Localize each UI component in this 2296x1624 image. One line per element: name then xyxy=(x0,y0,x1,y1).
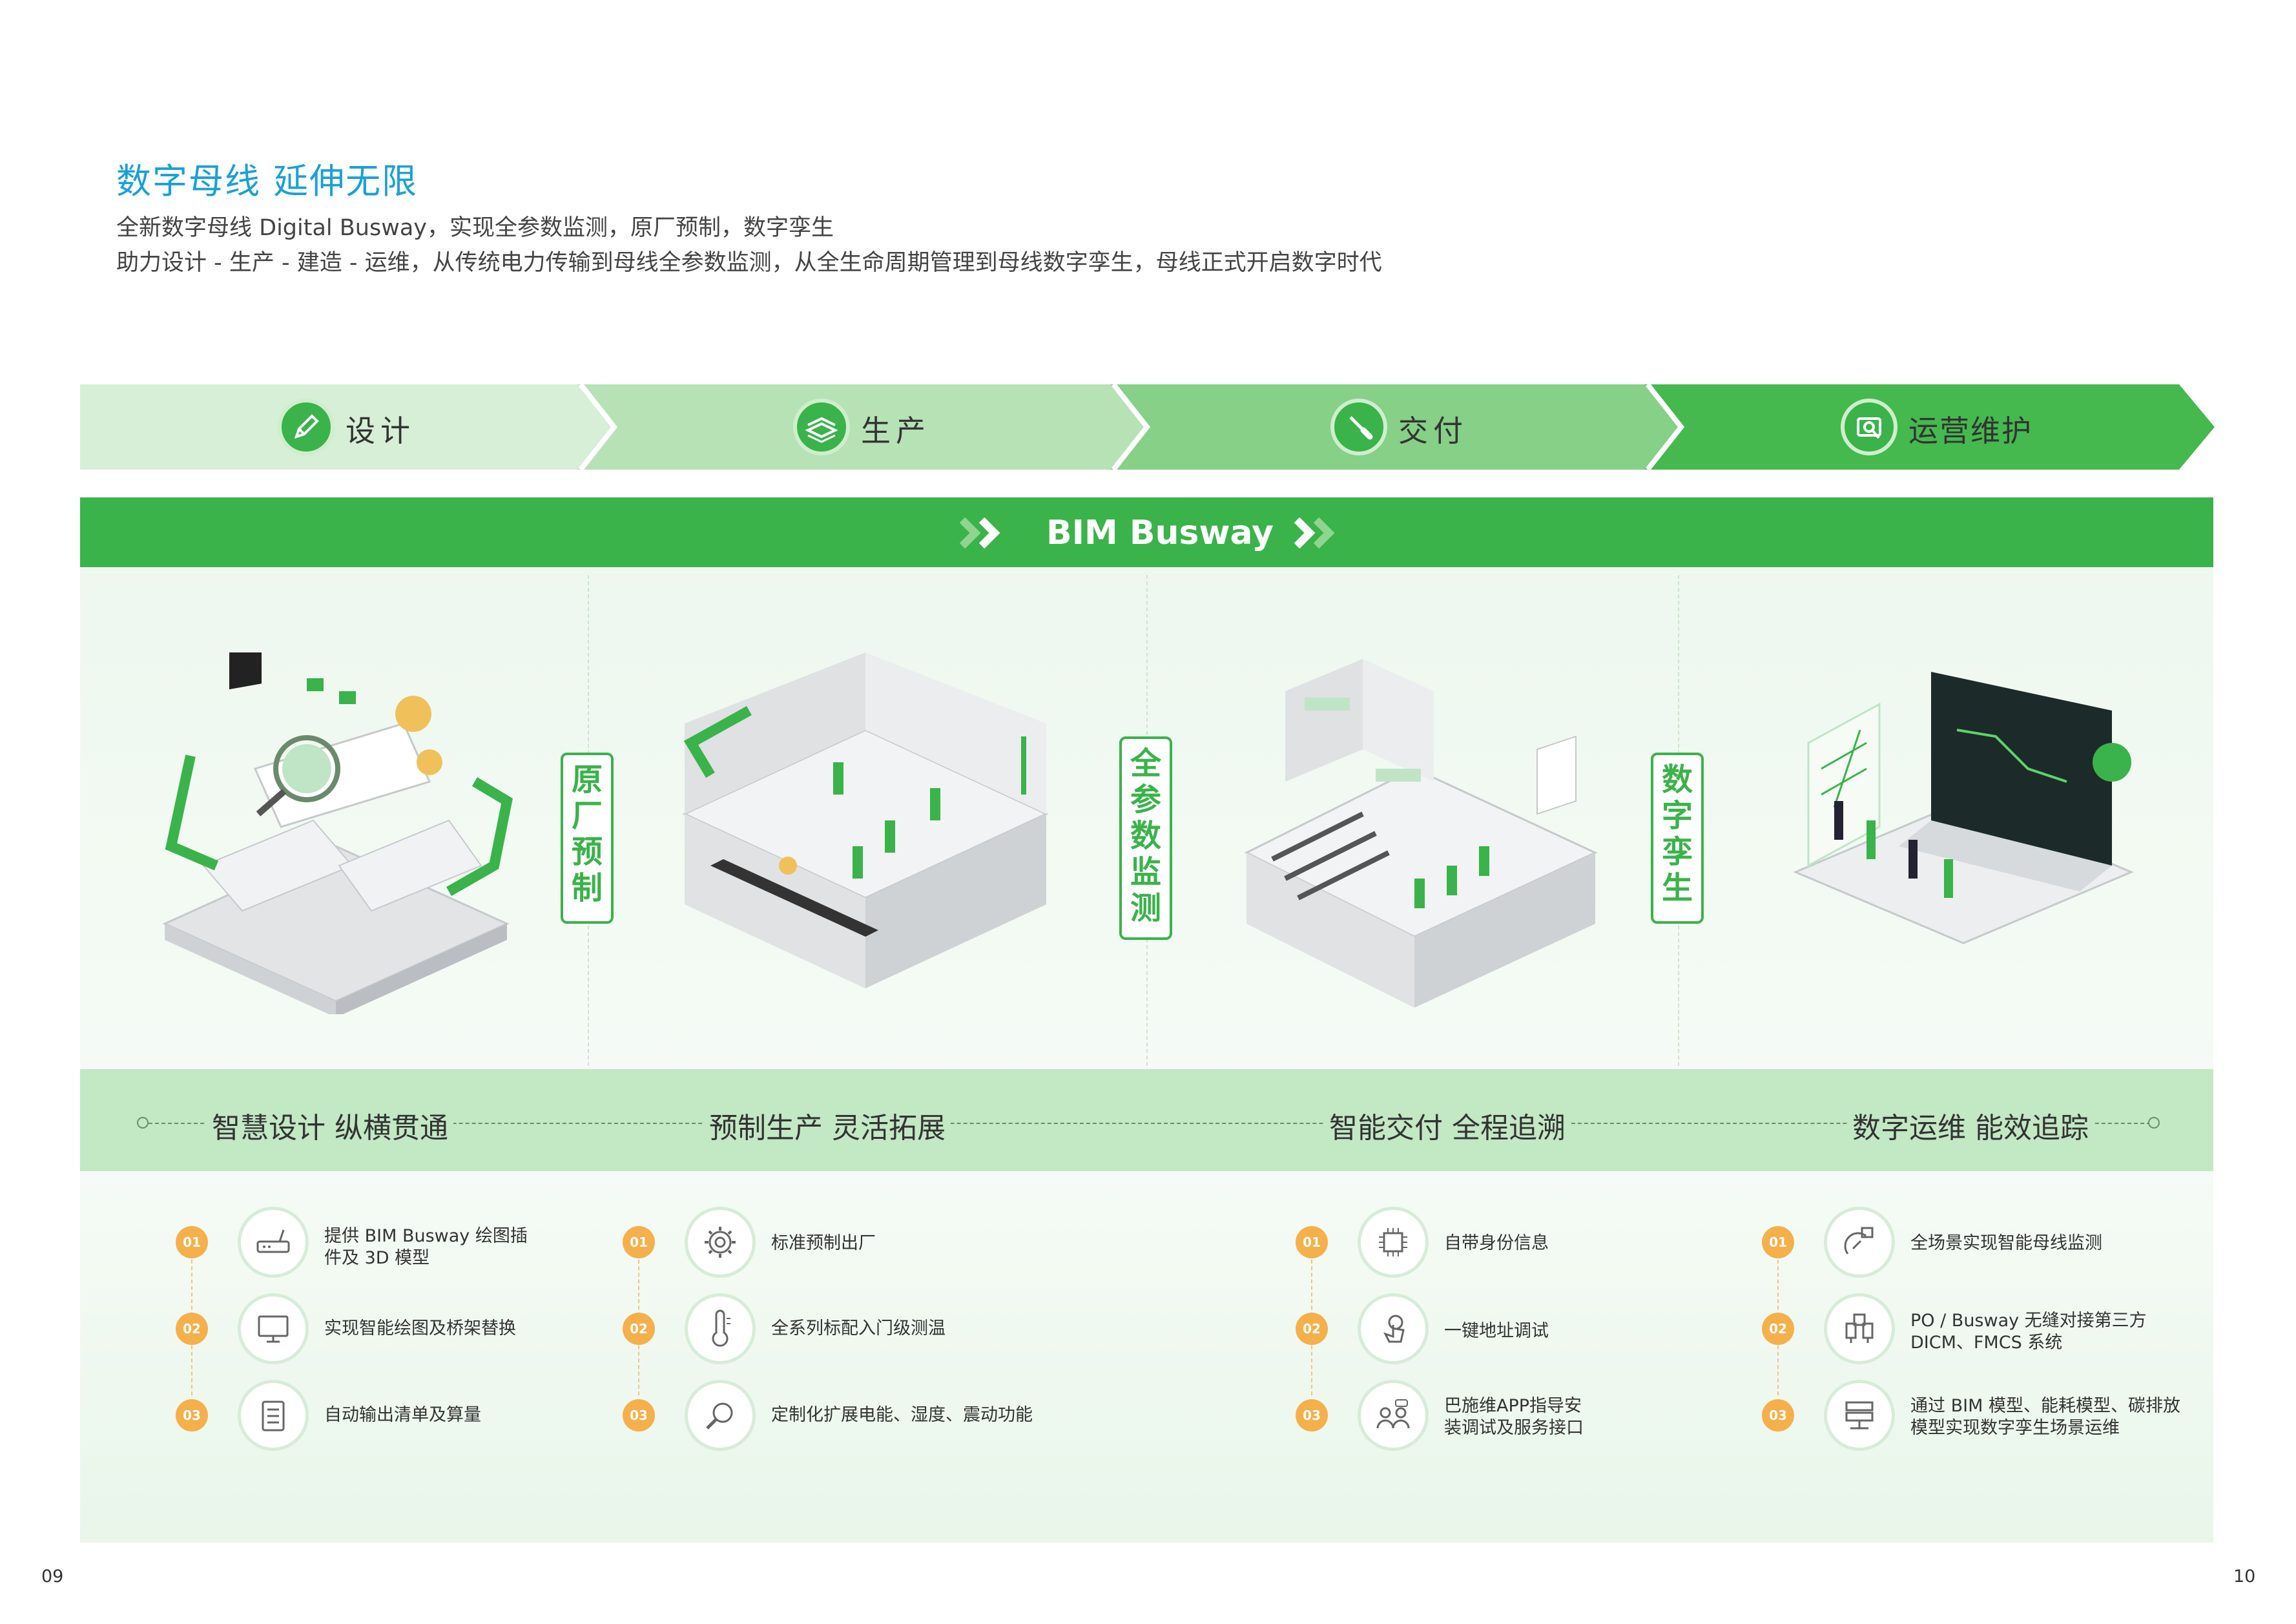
feature-text: 全场景实现智能母线监测 xyxy=(1910,1233,2102,1253)
number-badge: 03 xyxy=(1762,1399,1794,1431)
phase-chevron-bar xyxy=(80,384,2215,470)
touch-icon xyxy=(1358,1293,1429,1364)
subtitle-line-2: 助力设计 - 生产 - 建造 - 运维，从传统电力传输到母线全参数监测，从全生命… xyxy=(116,250,1382,276)
feature-text: PO / Busway 无缝对接第三方 DICM、FMCS 系统 xyxy=(1910,1311,2147,1353)
feature-text: 自动输出清单及算量 xyxy=(324,1405,481,1425)
pencil-icon xyxy=(278,399,335,455)
maintenance-icon xyxy=(1841,399,1898,455)
number-badge: 01 xyxy=(176,1226,208,1258)
phase-label: 交付 xyxy=(1398,413,1468,448)
phase-bg-operation xyxy=(1644,384,2215,470)
satellite-icon xyxy=(1824,1207,1895,1278)
number-badge: 01 xyxy=(623,1226,655,1258)
band-label-operation: 数字运维 能效追踪 xyxy=(1847,1105,2094,1146)
phase-label: 运营维护 xyxy=(1908,413,2032,448)
design-illustration xyxy=(162,652,513,1014)
page-number-right: 10 xyxy=(2233,1567,2256,1587)
production-illustration xyxy=(682,652,1049,988)
band-end-dot xyxy=(2148,1117,2160,1129)
page-number-left: 09 xyxy=(41,1567,64,1587)
number-badge: 01 xyxy=(1762,1226,1794,1258)
feature-text: 通过 BIM 模型、能耗模型、碳排放模型实现数字孪生场景运维 xyxy=(1910,1396,2180,1438)
subtitle-line-1: 全新数字母线 Digital Busway，实现全参数监测，原厂预制，数字孪生 xyxy=(116,215,834,241)
number-badge: 01 xyxy=(1296,1226,1328,1258)
monitor-icon xyxy=(238,1293,309,1364)
band-label-design: 智慧设计 纵横贯通 xyxy=(207,1105,453,1146)
phase-label: 生产 xyxy=(861,413,931,448)
phase-bg-design xyxy=(80,384,611,470)
double-chevron-left-icon xyxy=(959,517,1000,549)
feature-text: 提供 BIM Busway 绘图插件及 3D 模型 xyxy=(324,1226,528,1268)
router-icon xyxy=(238,1207,309,1278)
server-icon xyxy=(1824,1380,1895,1451)
tag-factory-prefab: 原厂预制 xyxy=(561,753,614,924)
band-label-production: 预制生产 灵活拓展 xyxy=(704,1105,951,1146)
delivery-illustration xyxy=(1244,659,1598,1008)
number-badge: 02 xyxy=(176,1313,208,1345)
devices-icon xyxy=(1824,1293,1895,1364)
number-badge: 03 xyxy=(623,1399,655,1431)
gear-icon xyxy=(685,1207,756,1278)
number-badge: 02 xyxy=(1296,1313,1328,1345)
team-icon xyxy=(1358,1380,1429,1451)
bim-busway-bar xyxy=(80,497,2213,567)
double-chevron-right-icon xyxy=(1294,517,1335,549)
number-badge: 02 xyxy=(623,1313,655,1345)
band-label-delivery: 智能交付 全程追溯 xyxy=(1324,1105,1571,1146)
phase-bg-production xyxy=(577,384,1144,470)
chip-icon xyxy=(1358,1207,1429,1278)
feature-text: 定制化扩展电能、湿度、震动功能 xyxy=(771,1405,1033,1425)
number-badge: 03 xyxy=(1296,1399,1328,1431)
band-end-dot xyxy=(137,1117,149,1129)
feature-text: 实现智能绘图及桥架替换 xyxy=(324,1318,516,1338)
feature-text: 巴施维APP指导安装调试及服务接口 xyxy=(1444,1396,1584,1438)
tag-full-parameter-monitoring: 全参数监测 xyxy=(1119,736,1172,940)
feature-text: 自带身份信息 xyxy=(1444,1233,1549,1253)
screwdriver-icon xyxy=(1330,399,1387,455)
number-badge: 02 xyxy=(1762,1313,1794,1345)
feature-text: 标准预制出厂 xyxy=(771,1233,876,1253)
number-badge: 03 xyxy=(176,1399,208,1431)
stack-icon xyxy=(793,399,850,455)
bim-busway-title: BIM Busway xyxy=(1046,514,1274,552)
feature-text: 一键地址调试 xyxy=(1444,1321,1549,1341)
phase-label: 设计 xyxy=(346,413,415,448)
page-title: 数字母线 延伸无限 xyxy=(116,161,419,202)
probe-icon xyxy=(685,1380,756,1451)
thermometer-icon xyxy=(685,1293,756,1364)
phase-bg-delivery xyxy=(1110,384,1678,470)
operation-illustration xyxy=(1793,672,2134,944)
band-dashed-line xyxy=(149,1123,2151,1124)
feature-text: 全系列标配入门级测温 xyxy=(771,1318,946,1338)
tag-digital-twin: 数字孪生 xyxy=(1651,753,1704,924)
clipboard-icon xyxy=(238,1380,309,1451)
